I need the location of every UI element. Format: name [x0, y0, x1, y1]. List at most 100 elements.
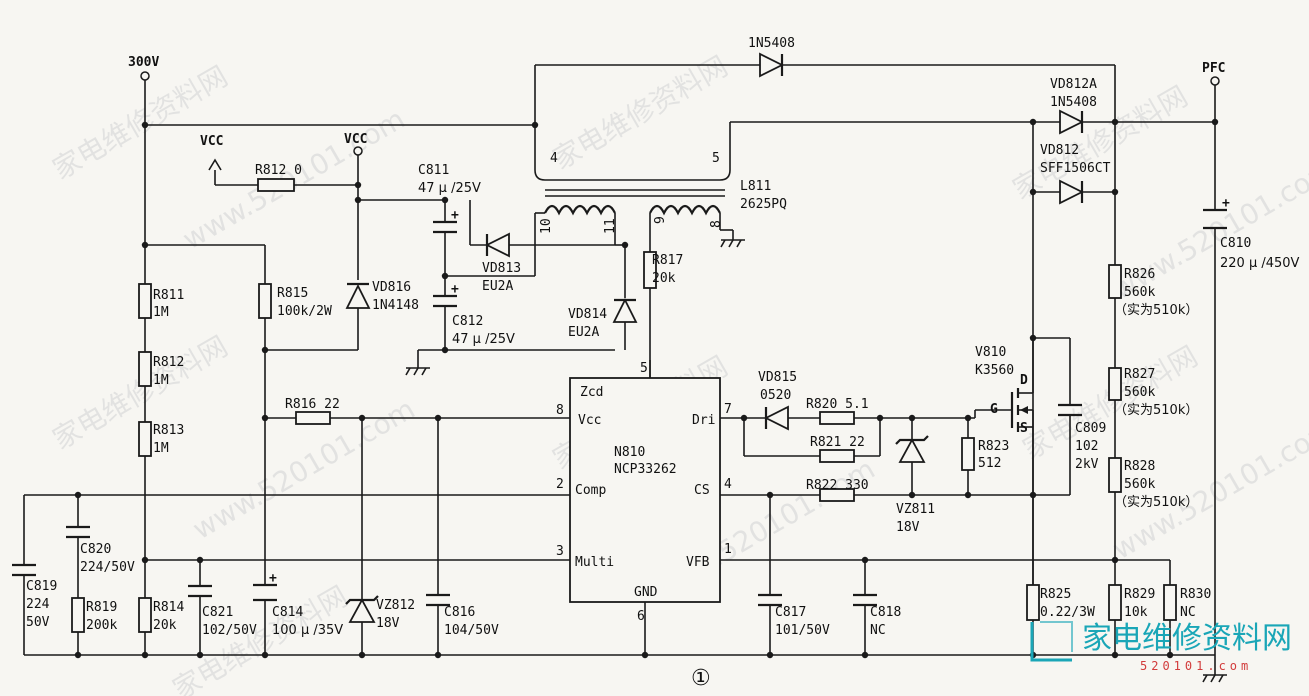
label-r825-value: 0.22/3W — [1040, 605, 1095, 620]
vcc-arrow-icon — [208, 158, 222, 171]
zener-vz811 — [895, 435, 929, 463]
label-c810-value: 220 μ /450V — [1220, 256, 1300, 271]
label-pin-zcd-num: 5 — [640, 361, 648, 376]
label-transformer-pin8: 8 — [709, 220, 724, 228]
ground-icon — [405, 367, 430, 376]
label-pin-dri: Dri — [692, 413, 715, 428]
label-c817: C817 — [775, 605, 806, 620]
node-vcc-label: VCC — [344, 132, 367, 147]
resistor-r815 — [258, 283, 272, 319]
label-1n5408: 1N5408 — [748, 36, 795, 51]
resistor-r814 — [138, 597, 152, 633]
label-mosfet-d: D — [1020, 373, 1028, 388]
label-r819-value: 200k — [86, 618, 117, 633]
resistor-r826 — [1108, 264, 1122, 299]
label-vd812a-part: 1N5408 — [1050, 95, 1097, 110]
svg-text:+: + — [451, 282, 459, 297]
watermark-text: www.520101.com — [1107, 152, 1309, 306]
label-r828: R828 — [1124, 459, 1155, 474]
diode-vd814 — [612, 297, 638, 323]
label-vz811: VZ811 — [896, 502, 935, 517]
label-vd812-part: SFF1506CT — [1040, 161, 1111, 176]
terminal-300v — [140, 71, 150, 81]
label-c820: C820 — [80, 542, 111, 557]
label-r827: R827 — [1124, 367, 1155, 382]
diode-1n5408 — [759, 52, 785, 78]
node-vcc-label: VCC — [200, 134, 223, 149]
capacitor-c818 — [853, 593, 877, 607]
ic-n810-body — [569, 377, 721, 603]
site-logo: 家电维修资料网 520101.com — [1030, 621, 1292, 673]
label-c820-value: 224/50V — [80, 560, 135, 575]
label-r816: R816 22 — [285, 397, 340, 412]
label-transformer-pin9: 9 — [653, 216, 668, 224]
label-r817-value: 20k — [652, 271, 676, 286]
label-pin-gnd-num: 6 — [637, 609, 645, 624]
resistor-r812 — [138, 351, 152, 387]
diode-vd813 — [484, 232, 510, 258]
label-r819: R819 — [86, 600, 117, 615]
label-vd812: VD812 — [1040, 143, 1079, 158]
resistor-r811 — [138, 283, 152, 319]
label-r830: R830 — [1180, 587, 1211, 602]
label-vd812a: VD812A — [1050, 77, 1097, 92]
winding-9-8 — [649, 204, 721, 216]
label-r822: R822 330 — [806, 478, 869, 493]
label-c811: C811 — [418, 163, 449, 178]
label-r812-value: 1M — [153, 373, 169, 388]
label-c821: C821 — [202, 605, 233, 620]
label-r826: R826 — [1124, 267, 1155, 282]
resistor-r821 — [819, 449, 855, 463]
watermark-text: 家电维修资料网 — [47, 59, 233, 186]
label-c819-value: 224 — [26, 597, 50, 612]
label-r814: R814 — [153, 600, 184, 615]
resistor-r812-0 — [257, 178, 295, 192]
label-r815: R815 — [277, 286, 308, 301]
resistor-r817 — [643, 251, 657, 289]
label-c821-value: 102/50V — [202, 623, 257, 638]
label-mosfet: V810 — [975, 345, 1006, 360]
winding-10-11 — [544, 204, 616, 216]
logo-bracket-icon — [1040, 621, 1073, 652]
label-r826-value: 560k — [1124, 285, 1155, 300]
label-c814-value: 100 μ /35V — [272, 623, 343, 638]
label-r813-value: 1M — [153, 441, 169, 456]
diode-vd816 — [345, 282, 371, 309]
label-pin-comp: Comp — [575, 483, 606, 498]
label-c809: C809 — [1075, 421, 1106, 436]
resistor-r819 — [71, 597, 85, 633]
resistor-r820 — [819, 411, 855, 425]
terminal-vcc — [353, 146, 363, 156]
label-vz812-value: 18V — [376, 616, 400, 631]
label-r811-value: 1M — [153, 305, 169, 320]
resistor-r830 — [1163, 584, 1177, 621]
diode-vd812 — [1059, 179, 1085, 205]
label-r814-value: 20k — [153, 618, 177, 633]
junctions — [74, 118, 1219, 659]
label-transformer-pin11: 11 — [603, 218, 618, 234]
label-pin-gnd: GND — [634, 585, 658, 600]
node-pfc-label: PFC — [1202, 61, 1225, 76]
label-r813: R813 — [153, 423, 184, 438]
label-pin-vcc-num: 8 — [556, 403, 564, 418]
svg-text:+: + — [269, 571, 277, 586]
label-ic-part: NCP33262 — [614, 462, 677, 477]
resistor-r827 — [1108, 367, 1122, 401]
capacitor-c820 — [66, 525, 90, 539]
capacitor-c819 — [12, 563, 36, 577]
node-300v-label: 300V — [128, 55, 159, 70]
resistor-r823 — [961, 437, 975, 471]
label-vd813: VD813 — [482, 261, 521, 276]
label-r820: R820 5.1 — [806, 397, 869, 412]
logo-text: 家电维修资料网 — [1082, 621, 1292, 656]
resistor-r822 — [819, 488, 855, 502]
diode-vd815 — [763, 405, 789, 431]
label-mosfet-g: G — [990, 402, 998, 417]
label-vd814: VD814 — [568, 307, 607, 322]
label-mosfet-s: S — [1020, 421, 1028, 436]
logo-bracket-icon — [1030, 622, 1072, 662]
label-r830-value: NC — [1180, 605, 1196, 620]
label-transformer-pin4: 4 — [550, 151, 558, 166]
label-c819-volt: 50V — [26, 615, 50, 630]
